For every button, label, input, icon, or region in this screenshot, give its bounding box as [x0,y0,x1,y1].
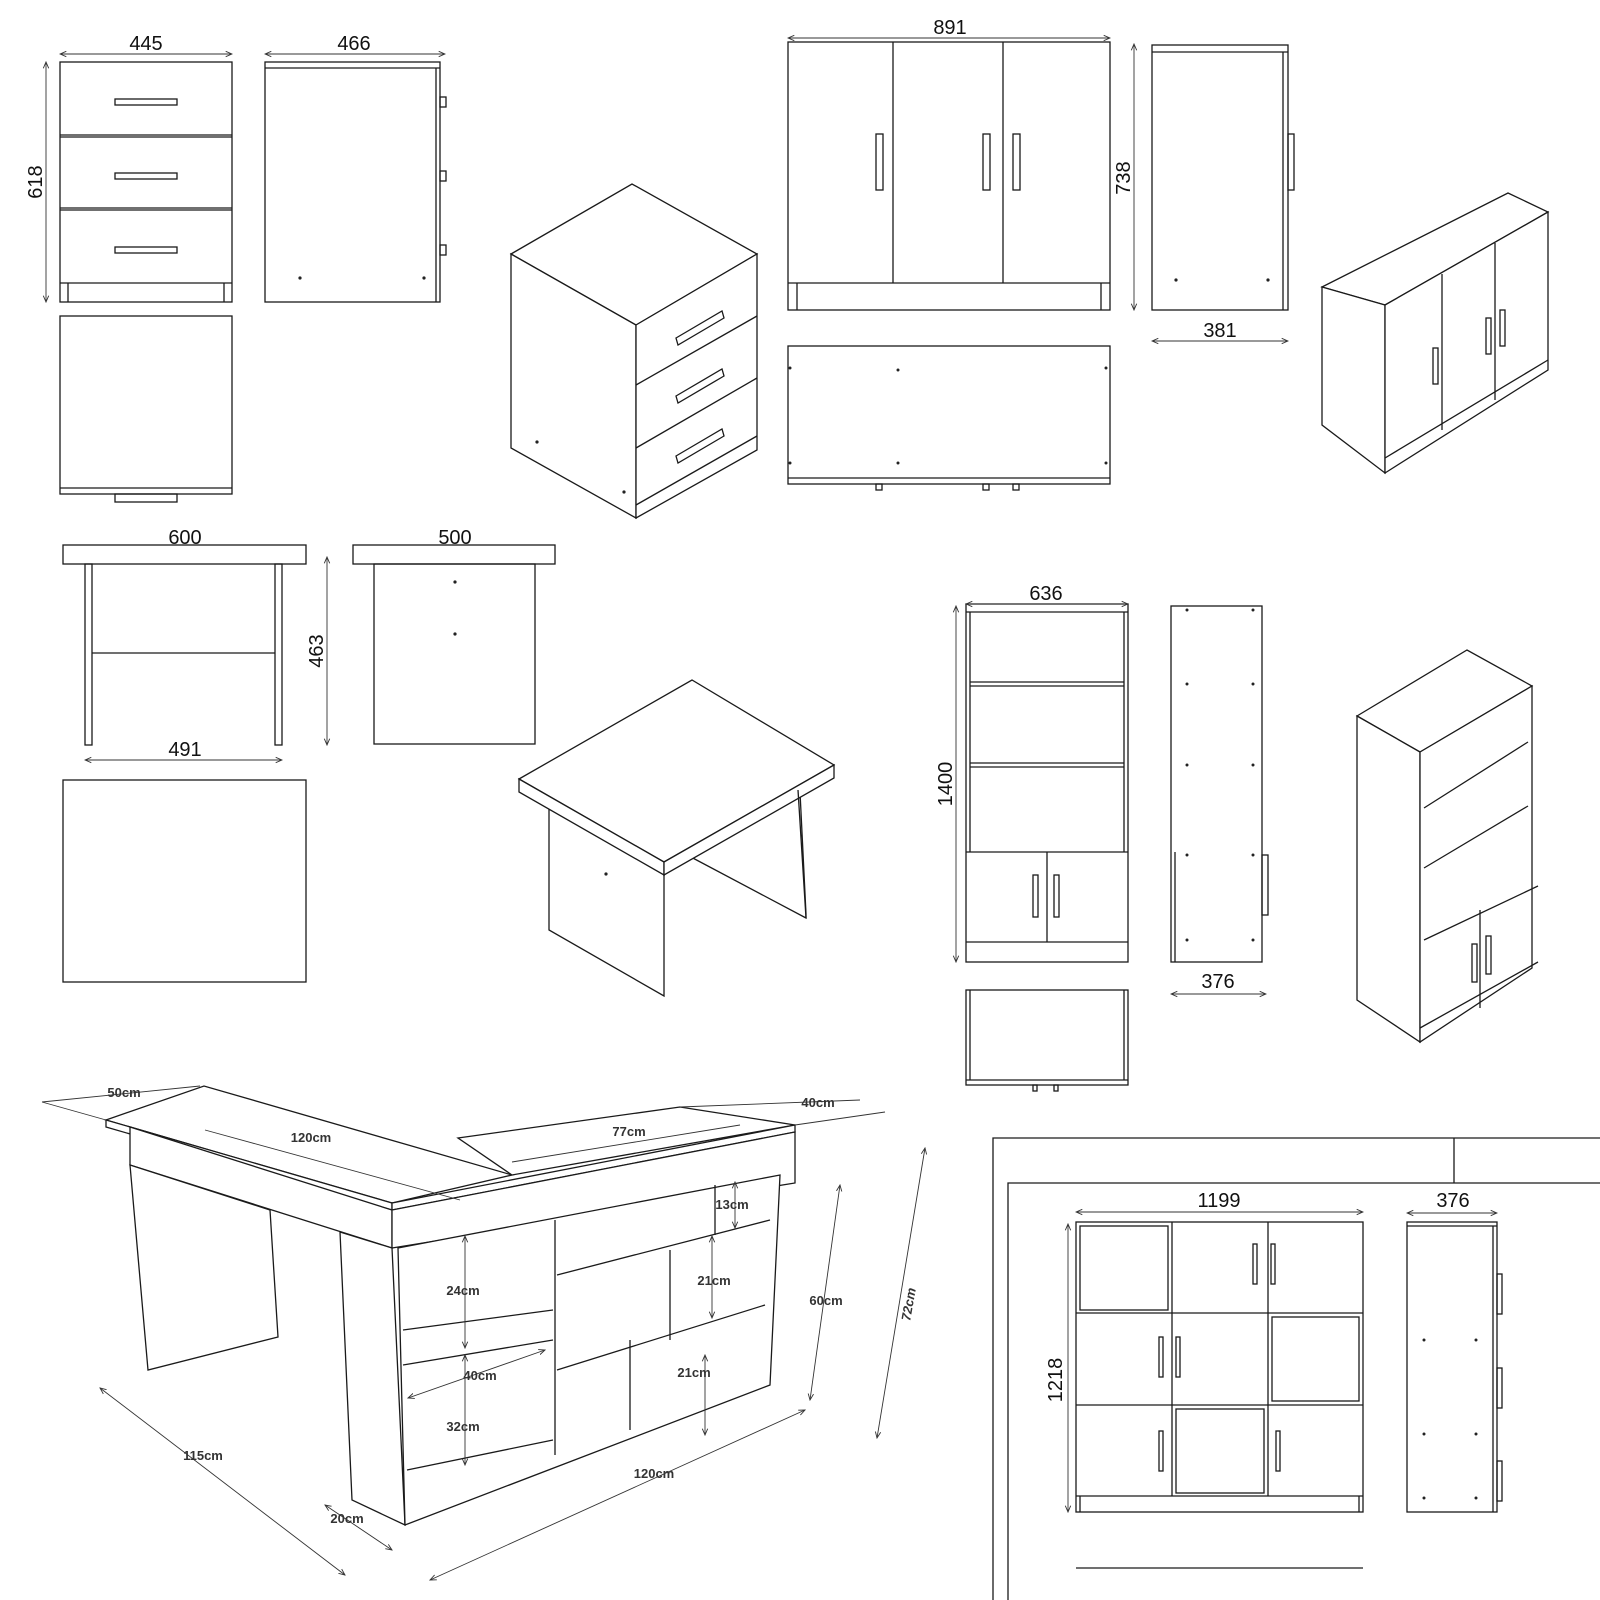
svg-text:20cm: 20cm [330,1511,363,1526]
svg-text:50cm: 50cm [107,1085,140,1100]
dimension-depth: 466 [265,33,445,55]
table-side-view: 500 [352,527,556,745]
svg-text:115cm: 115cm [183,1448,223,1463]
table-isometric [517,679,836,998]
table-top-view [62,779,307,983]
svg-text:40cm: 40cm [463,1368,496,1383]
svg-text:32cm: 32cm [446,1419,479,1434]
drawer-cabinet-side-view [264,61,447,303]
svg-text:466: 466 [337,33,370,55]
bookcase-front-view [965,603,1129,963]
svg-text:738: 738 [1113,161,1135,194]
svg-text:381: 381 [1203,320,1236,342]
svg-text:636: 636 [1029,583,1062,605]
cube-cabinet-side-view [1406,1221,1503,1513]
svg-text:491: 491 [168,739,201,761]
svg-text:24cm: 24cm [446,1283,479,1298]
svg-text:120cm: 120cm [634,1466,674,1481]
dimension-height: 463 [306,557,328,745]
dimension-inner-width: 491 [85,739,282,761]
cube-cabinet-front-view [1075,1221,1364,1513]
cupboard-side-view [1151,44,1295,311]
dimension-width: 445 [60,33,232,55]
bookcase-side-view [1170,605,1269,963]
bookcase-top-view [965,989,1129,1092]
drawer-cabinet-isometric [509,183,759,520]
svg-text:1199: 1199 [1197,1190,1240,1212]
dimension-depth: 376 [1407,1190,1497,1213]
l-desk-dimension-lines [41,1085,925,1580]
svg-text:77cm: 77cm [612,1124,645,1139]
svg-text:13cm: 13cm [715,1197,748,1212]
bookcase-isometric [1355,649,1539,1044]
svg-text:120cm: 120cm [291,1130,331,1145]
dimension-height: 618 [25,62,47,302]
svg-text:445: 445 [129,33,162,55]
dimension-width: 636 [966,583,1128,605]
l-desk-labels: 50cm 40cm 120cm 77cm 13cm 24cm 21cm 60cm… [107,1085,919,1526]
svg-text:376: 376 [1436,1190,1469,1212]
cupboard-isometric [1320,192,1550,475]
svg-text:618: 618 [25,165,47,198]
svg-text:21cm: 21cm [697,1273,730,1288]
dimension-height: 738 [1113,44,1135,310]
cupboard-top-view [787,345,1111,491]
svg-text:1218: 1218 [1045,1358,1067,1403]
drawing-frame [992,1137,1600,1600]
dimension-height: 1218 [1045,1224,1068,1512]
svg-text:463: 463 [306,634,328,667]
svg-text:60cm: 60cm [809,1293,842,1308]
table-front-view: 600 [62,527,307,746]
dimension-depth: 376 [1171,971,1266,994]
dimension-width: 1199 [1076,1190,1363,1212]
svg-text:500: 500 [438,527,471,549]
svg-text:1400: 1400 [935,762,957,807]
dimension-depth: 381 [1152,320,1288,342]
cupboard-front-view [787,41,1111,311]
svg-text:891: 891 [933,17,966,39]
svg-text:40cm: 40cm [801,1095,834,1110]
svg-text:21cm: 21cm [677,1365,710,1380]
svg-text:376: 376 [1201,971,1234,993]
drawer-cabinet-front-view [59,61,233,303]
dimension-width: 891 [788,17,1110,39]
svg-text:600: 600 [168,527,201,549]
drawer-cabinet-top-view [59,315,233,503]
svg-text:72cm: 72cm [898,1286,919,1322]
dimension-height: 1400 [935,606,957,962]
